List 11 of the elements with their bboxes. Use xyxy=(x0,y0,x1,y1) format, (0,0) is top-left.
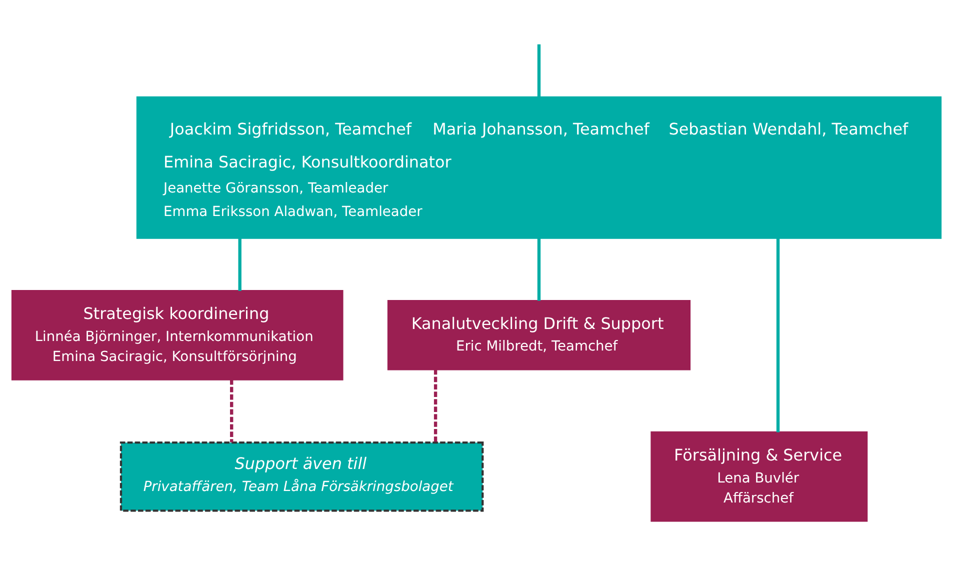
node-box: Joackim Sigfridsson, Teamchef Maria Johansson, Teamchef Sebastian Wendahl, Teamchef Emina Saciragic, Konsultkoordinator Jeanette Göransson, Teamleader Emma Eriksson Aladwan, Teamleader xyxy=(136,96,942,239)
node-box: Kanalutveckling Drift & Support Eric Milbredt, Teamchef xyxy=(387,300,691,370)
node-box: Strategisk koordinering Linnéa Björninger, Internkommunikation Emina Saciragic, Konsultförsörjning xyxy=(11,290,344,380)
connector xyxy=(238,238,242,291)
node-box: Försäljning & Service Lena Buvlér Affärschef xyxy=(650,431,868,522)
connector xyxy=(776,238,780,432)
node-box: Support även till Privataffären, Team Låna Försäkringsbolaget xyxy=(120,442,484,512)
connector xyxy=(537,44,541,98)
connector xyxy=(537,238,541,301)
connector xyxy=(434,369,438,442)
connector xyxy=(230,380,234,442)
